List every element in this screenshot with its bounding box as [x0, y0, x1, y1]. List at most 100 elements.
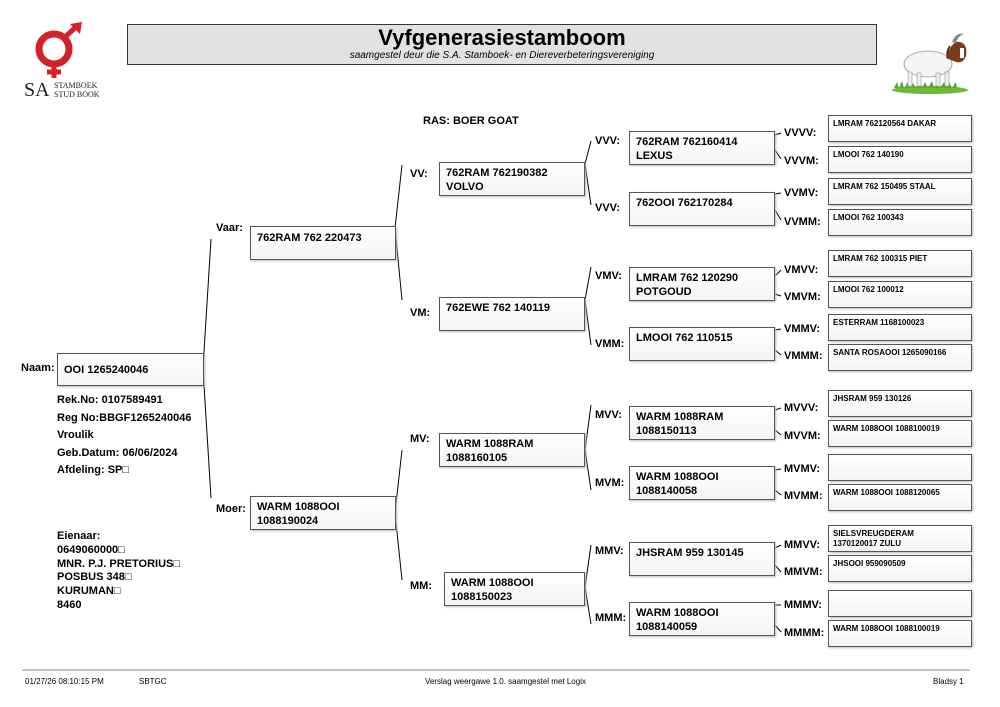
gen4-name: LMOOI 762 100343 — [833, 213, 904, 222]
sire-box: 762RAM 762 220473 — [250, 226, 396, 260]
gen4-name: SANTA ROSAOOI 1265090166 — [833, 348, 947, 357]
page-title: Vyfgenerasiestamboom — [378, 25, 626, 50]
gen2-label: VV: — [410, 168, 428, 180]
gen4-label: MMVV: — [784, 539, 821, 551]
gen4-name: WARM 1088OOI 1088100019 — [833, 424, 940, 433]
dam-box: WARM 1088OOI 1088190024 — [250, 496, 396, 530]
gen3-name: WARM 1088RAM 1088150113 — [636, 411, 724, 437]
gen4-box — [828, 454, 972, 481]
sex: Vroulik — [57, 429, 94, 442]
gen4-box: WARM 1088OOI 1088100019 — [828, 420, 972, 447]
birth-date: Geb.Datum: 06/06/2024 — [57, 446, 178, 459]
gen4-box — [828, 590, 972, 617]
gen4-box: LMRAM 762120564 DAKAR — [828, 115, 972, 142]
gen4-box: ESTERRAM 1168100023 — [828, 314, 972, 341]
footer-report: Verslag weergawe 1.0. saamgestel met Log… — [425, 677, 586, 686]
gen4-box: LMRAM 762 100315 PIET — [828, 250, 972, 277]
owner-line: 0649060000□ — [57, 543, 125, 556]
page-subtitle: saamgestel deur die S.A. Stamboek- en Di… — [349, 50, 655, 61]
gen4-name — [829, 455, 971, 458]
gen4-name: ESTERRAM 1168100023 — [833, 318, 925, 327]
gen3-box: JHSRAM 959 130145 — [629, 542, 775, 576]
gen2-label: VM: — [410, 307, 431, 319]
owner-label: Eienaar: — [57, 530, 101, 542]
title-bar: Vyfgenerasiestamboom saamgestel deur die… — [127, 24, 877, 65]
footer-code: SBTGC — [139, 677, 167, 686]
gen4-label: MMMV: — [784, 599, 822, 611]
gen4-label: MMVM: — [784, 566, 823, 578]
gen3-box: 762OOI 762170284 — [629, 192, 775, 226]
gen2-name: 762RAM 762190382 VOLVO — [446, 167, 548, 193]
gen4-name: JHSRAM 959 130126 — [833, 394, 912, 403]
gen4-name — [829, 591, 971, 594]
gen2-box: 762EWE 762 140119 — [439, 297, 585, 331]
breed-label: RAS: BOER GOAT — [423, 115, 519, 127]
gen4-box: SIELSVREUGDERAM 1370120017 ZULU — [828, 525, 972, 552]
gen3-name: 762RAM 762160414 LEXUS — [636, 136, 738, 162]
owner-block: Eienaar: 0649060000□ MNR. P.J. PRETORIUS… — [57, 530, 180, 613]
dam-label: Moer: — [216, 503, 246, 515]
gen4-label: MMMM: — [784, 627, 825, 639]
sire-name: 762RAM 762 220473 — [257, 232, 362, 244]
gen4-label: VMMM: — [784, 350, 823, 362]
dam-name: WARM 1088OOI 1088190024 — [257, 501, 340, 527]
animal-name: OOI 1265240046 — [64, 364, 149, 376]
gen3-label: MVM: — [595, 477, 625, 489]
gen4-box: LMOOI 762 140190 — [828, 146, 972, 173]
footer-datetime: 01/27/26 08:10:15 PM — [25, 677, 104, 686]
gen4-name: LMOOI 762 100012 — [833, 285, 904, 294]
gen4-box: LMOOI 762 100012 — [828, 281, 972, 308]
gen3-label: VVV: — [595, 135, 621, 147]
gen3-name: 762OOI 762170284 — [636, 197, 733, 209]
gen4-label: MVMV: — [784, 463, 821, 475]
logo-sa-text: SA — [24, 79, 50, 101]
gen4-label: VVVM: — [784, 155, 819, 167]
gen4-label: VMVM: — [784, 291, 821, 303]
gen3-box: 762RAM 762160414 LEXUS — [629, 131, 775, 165]
gen4-box: WARM 1088OOI 1088100019 — [828, 620, 972, 647]
animal-box: OOI 1265240046 — [57, 353, 204, 386]
logo-line1: STAMBOEK — [54, 81, 98, 90]
sa-stud-book-logo: SA STAMBOEK STUD BOOK — [22, 22, 107, 102]
gen3-label: VMV: — [595, 270, 622, 282]
gen3-box: LMOOI 762 110515 — [629, 327, 775, 361]
owner-line: MNR. P.J. PRETORIUS□ — [57, 557, 180, 570]
gen3-box: WARM 1088OOI 1088140058 — [629, 466, 775, 500]
gen3-name: WARM 1088OOI 1088140058 — [636, 471, 719, 497]
gen4-name: SIELSVREUGDERAM 1370120017 ZULU — [833, 529, 914, 548]
logo-symbol-icon — [35, 22, 82, 78]
logo-line2: STUD BOOK — [54, 90, 100, 99]
gen4-name: LMOOI 762 140190 — [833, 150, 904, 159]
gen4-label: VMMV: — [784, 323, 821, 335]
animal-details: Rek.No: 0107589491 Reg No:BBGF1265240046… — [57, 392, 192, 480]
owner-line: KURUMAN□ — [57, 585, 121, 598]
gen4-box: LMOOI 762 100343 — [828, 209, 972, 236]
gen4-label: VVMV: — [784, 187, 819, 199]
gen3-box: WARM 1088RAM 1088150113 — [629, 406, 775, 440]
gen3-label: VVV: — [595, 202, 621, 214]
gen2-box: WARM 1088OOI 1088150023 — [444, 572, 585, 606]
gen4-box: SANTA ROSAOOI 1265090166 — [828, 344, 972, 371]
gen4-name: LMRAM 762 100315 PIET — [833, 254, 928, 263]
gen4-name: LMRAM 762 150495 STAAL — [833, 182, 936, 191]
gen2-name: WARM 1088OOI 1088150023 — [451, 577, 534, 603]
gen4-label: MVVV: — [784, 402, 819, 414]
gen4-name: JHSOOI 959090509 — [833, 559, 906, 568]
gen3-box: WARM 1088OOI 1088140059 — [629, 602, 775, 636]
animal-label: Naam: — [21, 362, 55, 374]
gen4-label: VVMM: — [784, 216, 821, 228]
gen3-name: LMOOI 762 110515 — [636, 332, 733, 344]
registration-number: Rek.No: 0107589491 — [57, 394, 163, 406]
gen3-name: WARM 1088OOI 1088140059 — [636, 607, 719, 633]
gen3-label: VMM: — [595, 338, 625, 350]
gen3-label: MVV: — [595, 409, 622, 421]
boer-goat-image — [892, 33, 968, 94]
owner-line: 8460 — [57, 598, 82, 611]
gen3-label: MMV: — [595, 545, 624, 557]
gen4-box: LMRAM 762 150495 STAAL — [828, 178, 972, 205]
gen2-label: MM: — [410, 580, 432, 592]
gen4-name: LMRAM 762120564 DAKAR — [833, 119, 937, 128]
owner-line: POSBUS 348□ — [57, 571, 132, 584]
gen4-label: VVVV: — [784, 127, 817, 139]
